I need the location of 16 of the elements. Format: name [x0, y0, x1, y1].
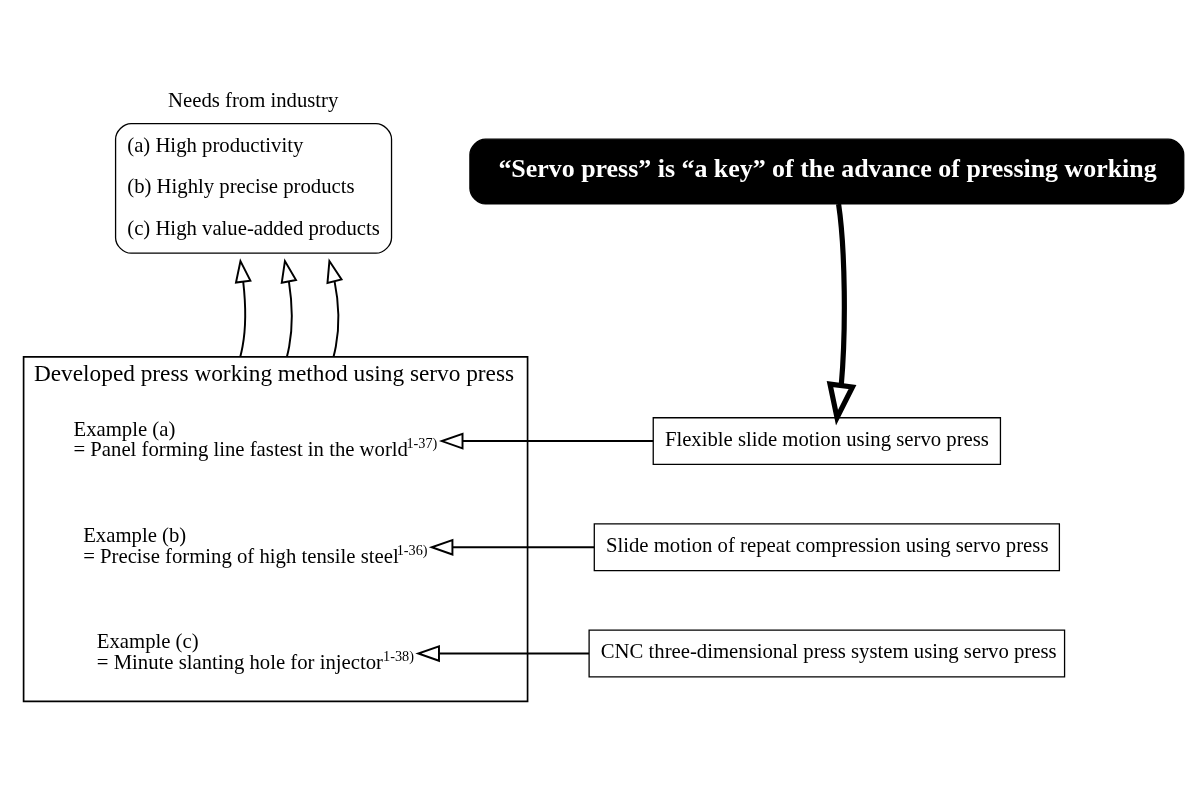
node-box: Flexible slide motion using servo press [652, 417, 1002, 465]
node-label: Needs from industry [168, 88, 339, 111]
node-text: Example (c) = Minute slanting hole for injector$^{1-38)}$ [96, 630, 414, 673]
node-box: CNC three-dimensional press system using servo press [588, 629, 1066, 678]
node-box: Slide motion of repeat compression using servo press [593, 523, 1061, 572]
arrow [326, 258, 344, 358]
arrow [234, 258, 252, 358]
arrow [415, 644, 590, 663]
node-box: (a) High productivity (b) Highly precise products (c) High value-added products [114, 123, 393, 254]
node-box: “Servo press” is “a key” of the advance of pressing working [469, 138, 1185, 205]
arrow [438, 432, 655, 450]
arrow [826, 203, 857, 426]
arrow [428, 538, 596, 556]
arrow [280, 258, 298, 358]
node-text: Example (a) = Panel forming line fastest in the world$^{1-37)}$ [73, 417, 438, 461]
node-text: Example (b) = Precise forming of high tensile steel$^{1-36)}$ [83, 523, 428, 567]
